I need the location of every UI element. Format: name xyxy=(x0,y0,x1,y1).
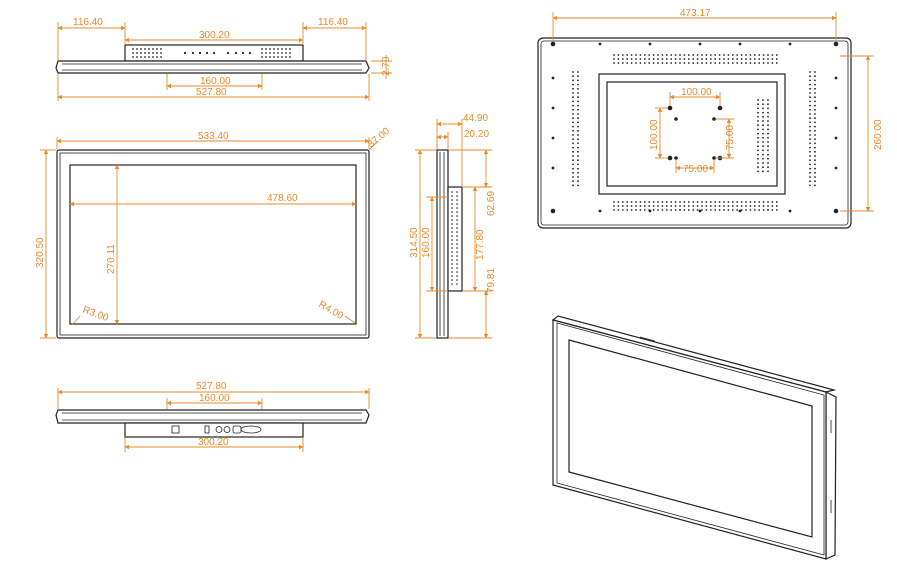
side-view: 44.90 20.20 314.50 160.00 62.69 177.80 7… xyxy=(409,113,497,339)
side-view-panel xyxy=(436,149,449,339)
iso-screen xyxy=(568,339,813,538)
dim-front-corner: 37.00 xyxy=(366,126,393,151)
bottom-view: 527.80 160.00 300.20 xyxy=(55,381,370,452)
side-view-vent-holes xyxy=(451,191,458,285)
dim-rear-mount-width: 473.17 xyxy=(680,8,711,19)
dim-rear-vesa-horizontal: 100.00 xyxy=(681,87,712,98)
dim-top-bracket-spacing: 160.00 xyxy=(200,76,231,87)
top-view-vent-holes xyxy=(132,48,291,58)
bottom-view-ports xyxy=(171,425,262,434)
front-view-outer-frame xyxy=(56,149,370,339)
top-view-panel-body xyxy=(55,60,370,74)
dim-front-overall-width: 533.40 xyxy=(198,131,229,142)
dim-rear-vesa-vertical: 100.00 xyxy=(649,119,660,150)
top-view: 116.40 300.20 116.40 2.70 160.00 527.80 xyxy=(55,17,392,101)
rear-view-vent-holes xyxy=(551,42,838,213)
dim-top-box-width: 300.20 xyxy=(199,30,230,41)
dim-bottom-box-width: 300.20 xyxy=(198,437,229,448)
isometric-view xyxy=(551,315,837,560)
iso-side-edge xyxy=(825,391,837,560)
rear-view-mount-holes xyxy=(550,41,839,214)
dim-side-overall-height: 314.50 xyxy=(409,227,420,258)
dim-top-left-margin: 116.40 xyxy=(73,17,103,28)
dim-rear-vesa-small-v: 75.00 xyxy=(725,125,736,150)
dim-front-active-width: 478.60 xyxy=(267,193,298,204)
dim-front-active-height: 270.11 xyxy=(106,244,117,274)
dim-side-top-offset: 62.69 xyxy=(486,191,497,216)
dim-bottom-overall-width: 527.80 xyxy=(196,381,227,392)
rear-view-vesa-holes xyxy=(667,105,723,161)
bottom-view-panel-body xyxy=(55,409,370,424)
dim-side-bracket-spacing: 160.00 xyxy=(421,227,432,258)
dim-bottom-bracket-spacing: 160.00 xyxy=(199,393,230,404)
dim-side-bezel-depth: 20.20 xyxy=(464,129,489,140)
side-view-rear-box xyxy=(447,186,463,292)
dim-rear-vesa-small-h: 75.00 xyxy=(683,164,708,175)
dim-rear-mount-height: 260.00 xyxy=(873,119,884,150)
dim-side-box-height: 177.80 xyxy=(475,229,486,260)
front-view-display-area xyxy=(69,164,357,325)
iso-front-frame xyxy=(552,319,827,560)
rear-view: 473.17 260.00 100.00 100.00 75.00 75.00 xyxy=(537,8,884,229)
front-view: 533.40 37.00 320.50 478.60 270.11 R3.00 … xyxy=(35,126,393,339)
rear-view-center-housing xyxy=(598,73,786,195)
rear-view-center-panel xyxy=(606,81,778,187)
bottom-view-rear-box xyxy=(124,422,304,438)
dim-side-bottom-offset: 79.81 xyxy=(486,268,497,293)
dim-front-overall-height: 320.50 xyxy=(35,237,46,268)
dim-side-total-depth: 44.90 xyxy=(463,113,488,124)
dim-top-right-margin: 116.40 xyxy=(318,17,348,28)
dim-top-depth: 2.70 xyxy=(381,56,392,76)
rear-view-outer-frame xyxy=(537,37,852,229)
dim-top-overall-width: 527.80 xyxy=(196,87,227,98)
